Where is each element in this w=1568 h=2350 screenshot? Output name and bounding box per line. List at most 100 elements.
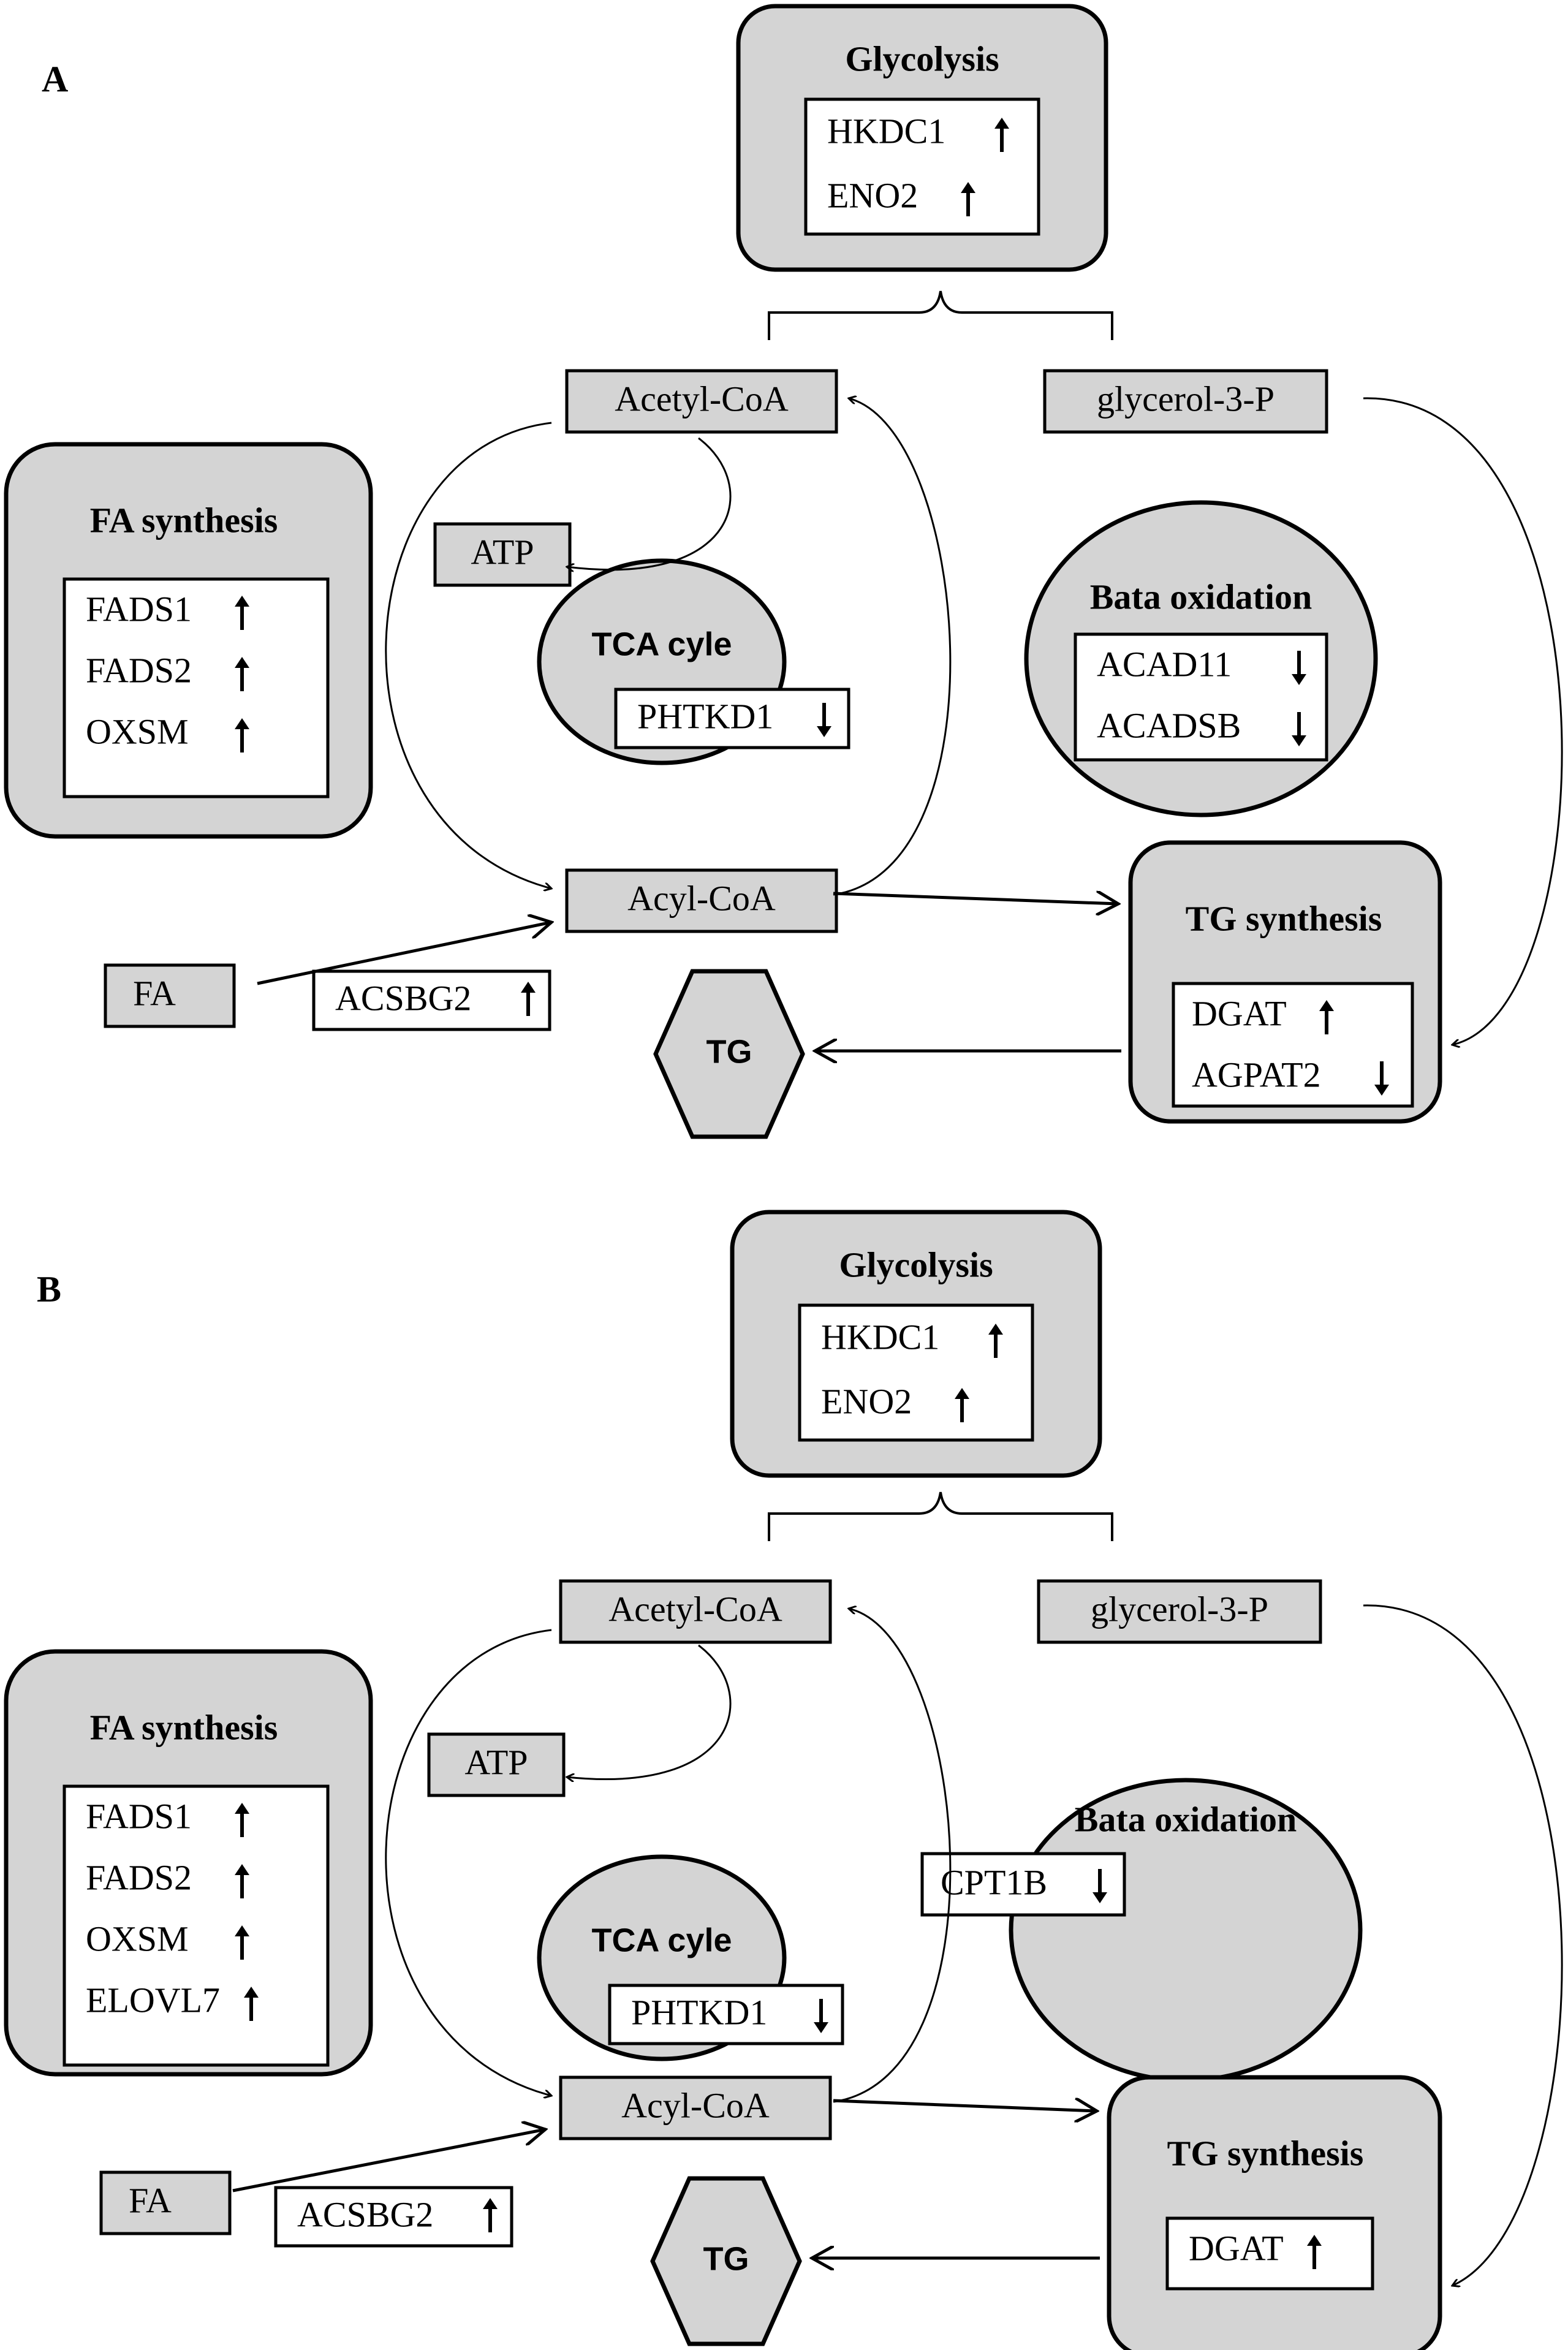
acyl-to-tg-synthesis-arrow: [833, 2101, 1097, 2111]
gene-label: ACSBG2: [297, 2194, 433, 2234]
gene-label: FADS2: [86, 1857, 192, 1897]
acyl-coa-box: [559, 2075, 832, 2140]
acetyl-coa-box: [565, 369, 838, 434]
atp-label: ATP: [464, 1742, 528, 1782]
tg-label: TG: [706, 1033, 752, 1070]
gene-label: ENO2: [827, 175, 918, 215]
arrow-up-icon: [988, 1324, 1003, 1358]
gene-label: ENO2: [821, 1381, 912, 1421]
gene-label: ACADSB: [1097, 705, 1241, 745]
atp-box: [433, 522, 572, 587]
panel-label: B: [37, 1269, 61, 1310]
fa-synthesis-gene-list: [62, 1784, 330, 2067]
gene-label: FADS2: [86, 650, 192, 690]
acetyl-coa-label: Acetyl-CoA: [608, 1589, 782, 1629]
tg-synthesis-box: [1107, 2075, 1442, 2350]
gene-label: AGPAT2: [1192, 1055, 1321, 1094]
fa-box: [104, 963, 236, 1028]
gene-label: HKDC1: [827, 111, 945, 151]
brace-connector: [768, 1491, 1113, 1541]
glycerol-to-tg-synthesis-curve: [1363, 397, 1563, 1045]
tg-synthesis-title: TG synthesis: [1167, 2133, 1364, 2173]
acetyl-coa-label: Acetyl-CoA: [615, 379, 789, 419]
arrow-down-icon: [1292, 651, 1306, 685]
acetyl-coa-box: [559, 1579, 832, 1644]
gene-label: FADS1: [86, 1796, 192, 1836]
beta-oxidation-gene-list: [920, 1852, 1126, 1917]
arrow-up-icon: [244, 1987, 259, 2021]
fa-label: FA: [129, 2180, 172, 2220]
fa-to-acyl-arrow: [232, 2129, 545, 2193]
acyl-coa-label: Acyl-CoA: [627, 878, 776, 918]
fa-synthesis-title: FA synthesis: [90, 1707, 278, 1747]
arrow-up-icon: [483, 2198, 498, 2232]
arrow-up-icon: [235, 1803, 249, 1837]
acyl-to-acetyl-curve: [833, 398, 952, 896]
atp-label: ATP: [471, 532, 534, 572]
gene-label: ACSBG2: [335, 978, 471, 1018]
gene-label: DGAT: [1189, 2228, 1284, 2268]
beta-oxidation-gene-list: [1074, 632, 1328, 762]
gene-label: OXSM: [86, 1919, 189, 1958]
beta-oxidation-title: Bata oxidation: [1075, 1799, 1297, 1839]
arrow-up-icon: [235, 657, 249, 691]
arrow-up-icon: [1307, 2235, 1322, 2269]
arrow-up-icon: [235, 596, 249, 630]
beta-oxidation-title: Bata oxidation: [1090, 577, 1312, 616]
fa-synthesis-gene-list: [62, 577, 330, 798]
fa-box: [99, 2170, 232, 2235]
fa-to-acyl-arrow: [257, 922, 551, 985]
tg-synthesis-title: TG synthesis: [1186, 898, 1382, 938]
glycerol-3-p-box: [1037, 1579, 1322, 1644]
glycerol-3-p-box: [1043, 369, 1328, 434]
glycerol-to-tg-synthesis-curve: [1363, 1604, 1563, 2286]
gene-label: HKDC1: [821, 1317, 939, 1357]
tg-hexagon: [653, 969, 805, 1139]
arrow-down-icon: [1374, 1061, 1389, 1096]
tca-cycle-title: TCA cyle: [591, 1922, 732, 1958]
glycolysis-title: Glycolysis: [839, 1245, 993, 1284]
tca-to-atp-curve: [567, 437, 732, 570]
arrow-down-icon: [1093, 1869, 1107, 1903]
tg-label: TG: [703, 2240, 749, 2277]
tca-gene-list: [614, 688, 850, 749]
gene-label: ACAD11: [1097, 644, 1232, 684]
arrow-up-icon: [235, 1925, 249, 1960]
acetyl-to-acyl-curve: [385, 1629, 551, 2096]
tg-synthesis-gene-list: [1172, 982, 1414, 1108]
gene-label: PHTKD1: [637, 696, 773, 736]
acyl-coa-box: [565, 868, 838, 933]
arrow-up-icon: [521, 982, 536, 1016]
tg-synthesis-gene-list: [1165, 2216, 1374, 2291]
arrow-down-icon: [817, 703, 831, 737]
glycolysis-title: Glycolysis: [845, 39, 999, 78]
arrow-up-icon: [955, 1388, 969, 1422]
gene-label: OXSM: [86, 711, 189, 751]
tca-gene-list: [608, 1984, 844, 2045]
arrow-down-icon: [814, 1999, 828, 2033]
tg-hexagon: [650, 2176, 802, 2346]
gene-label: DGAT: [1192, 993, 1287, 1033]
fa-label: FA: [133, 973, 176, 1013]
tca-to-atp-curve: [567, 1644, 732, 1780]
acyl-coa-label: Acyl-CoA: [621, 2085, 770, 2125]
acetyl-to-acyl-curve: [385, 422, 551, 889]
acyl-to-acetyl-curve: [833, 1609, 952, 2103]
panel-label: A: [42, 59, 68, 99]
gene-label: PHTKD1: [631, 1992, 767, 2032]
glycerol-3-p-label: glycerol-3-P: [1097, 379, 1274, 419]
acsbg2-box: [274, 2186, 513, 2248]
brace-connector: [768, 290, 1113, 340]
gene-label: FADS1: [86, 589, 192, 629]
arrow-up-icon: [1319, 1000, 1334, 1034]
arrow-up-icon: [235, 718, 249, 752]
gene-label: CPT1B: [941, 1862, 1047, 1902]
arrow-down-icon: [1292, 712, 1306, 746]
arrow-up-icon: [994, 118, 1009, 152]
acsbg2-box: [312, 969, 551, 1031]
atp-box: [427, 1732, 566, 1797]
arrow-up-icon: [961, 182, 975, 216]
